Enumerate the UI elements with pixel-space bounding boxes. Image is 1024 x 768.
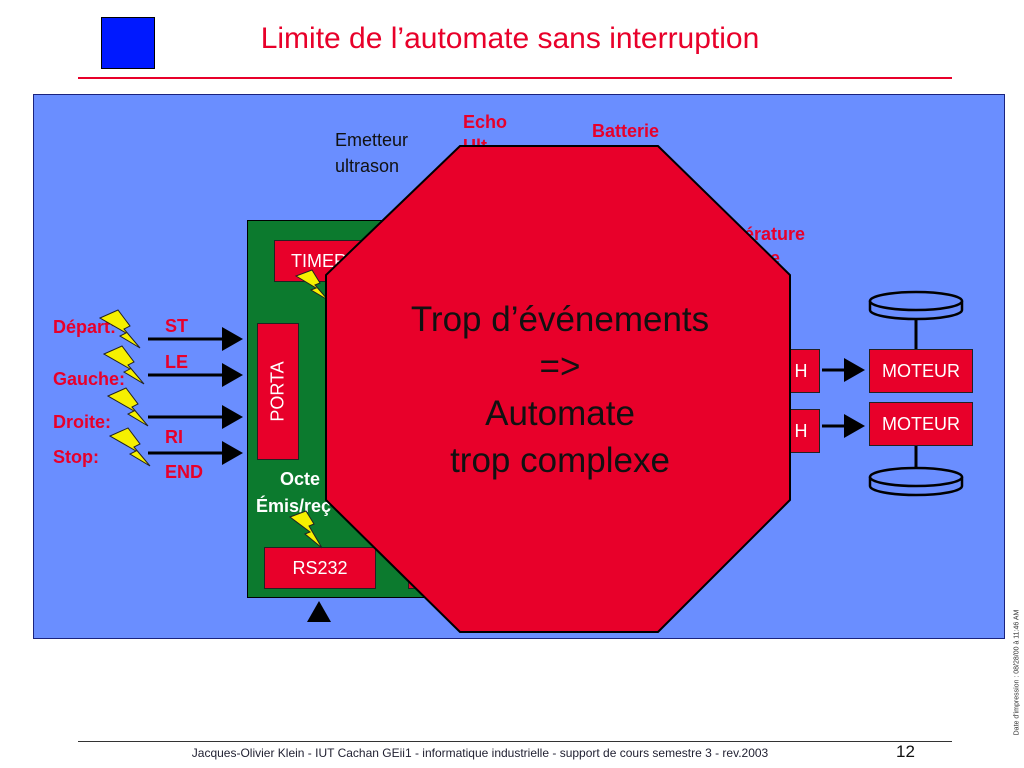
wheel-icons — [868, 290, 964, 497]
input-signal-st: ST — [165, 316, 189, 336]
h-bridge-label-2: H — [794, 420, 808, 441]
title-divider — [78, 77, 952, 79]
print-date: Date d'impression : 08/28/00 à 11:46 AM — [1008, 597, 1022, 755]
print-date-text: Date d'impression : 08/28/00 à 11:46 AM — [1013, 609, 1021, 736]
input-signal-ri: RI — [165, 427, 183, 447]
stop-sign-line1: Trop d’événements — [410, 300, 710, 339]
stop-sign-icon — [325, 145, 791, 633]
rs232-box: RS232 — [264, 547, 376, 589]
lightning-stop-icon — [108, 427, 151, 467]
lightning-depart-icon — [98, 309, 141, 349]
rs232-label: RS232 — [292, 557, 348, 578]
lightning-timer-icon — [294, 269, 329, 301]
footer-text: Jacques-Olivier Klein - IUT Cachan GEii1… — [191, 746, 769, 760]
stop-sign-line4: trop complexe — [450, 441, 670, 480]
wheel-top-rim-icon — [868, 290, 964, 312]
emetteur-label-line2: ultrason — [335, 156, 400, 176]
input-event-droite: Droite: — [53, 412, 111, 432]
wheel-bottom-rim-icon — [868, 466, 964, 488]
timer-label: TIMER — [291, 250, 347, 271]
motor-box-2: MOTEUR — [869, 402, 973, 446]
lightning-droite-icon — [106, 387, 149, 427]
input-event-depart: Départ: — [53, 317, 117, 337]
page-title: Limite de l’automate sans interruption — [260, 22, 760, 55]
batterie-label: Batterie — [592, 121, 660, 141]
input-event-gauche: Gauche: — [53, 369, 126, 389]
input-signal-end: END — [165, 462, 204, 482]
motor-label-2: MOTEUR — [882, 413, 960, 434]
lightning-icons — [98, 269, 329, 549]
input-signal-le: LE — [165, 352, 189, 372]
porta-box: PORTA — [257, 323, 299, 460]
octet-label-line2: Émis/reç — [256, 496, 332, 516]
footer-divider — [78, 741, 952, 742]
octet-label-line1: Octe — [280, 469, 321, 489]
stop-sign-message: Trop d’événements => Automate trop compl… — [340, 296, 780, 484]
h-bridge-label-1: H — [794, 360, 808, 381]
emetteur-label-line1: Emetteur — [335, 130, 409, 150]
echo-label: Echo — [463, 112, 508, 132]
motor-box-1: MOTEUR — [869, 349, 973, 393]
lightning-gauche-icon — [102, 345, 145, 385]
page-number: 12 — [896, 742, 915, 761]
motor-label-1: MOTEUR — [882, 360, 960, 381]
stop-sign-line3: Automate — [485, 394, 635, 433]
lightning-rs232-icon — [288, 510, 323, 549]
logo-square — [101, 17, 155, 69]
temperature-label-partial: e — [770, 248, 781, 268]
input-event-stop: Stop: — [53, 447, 99, 467]
stop-sign-line2: => — [539, 347, 581, 386]
